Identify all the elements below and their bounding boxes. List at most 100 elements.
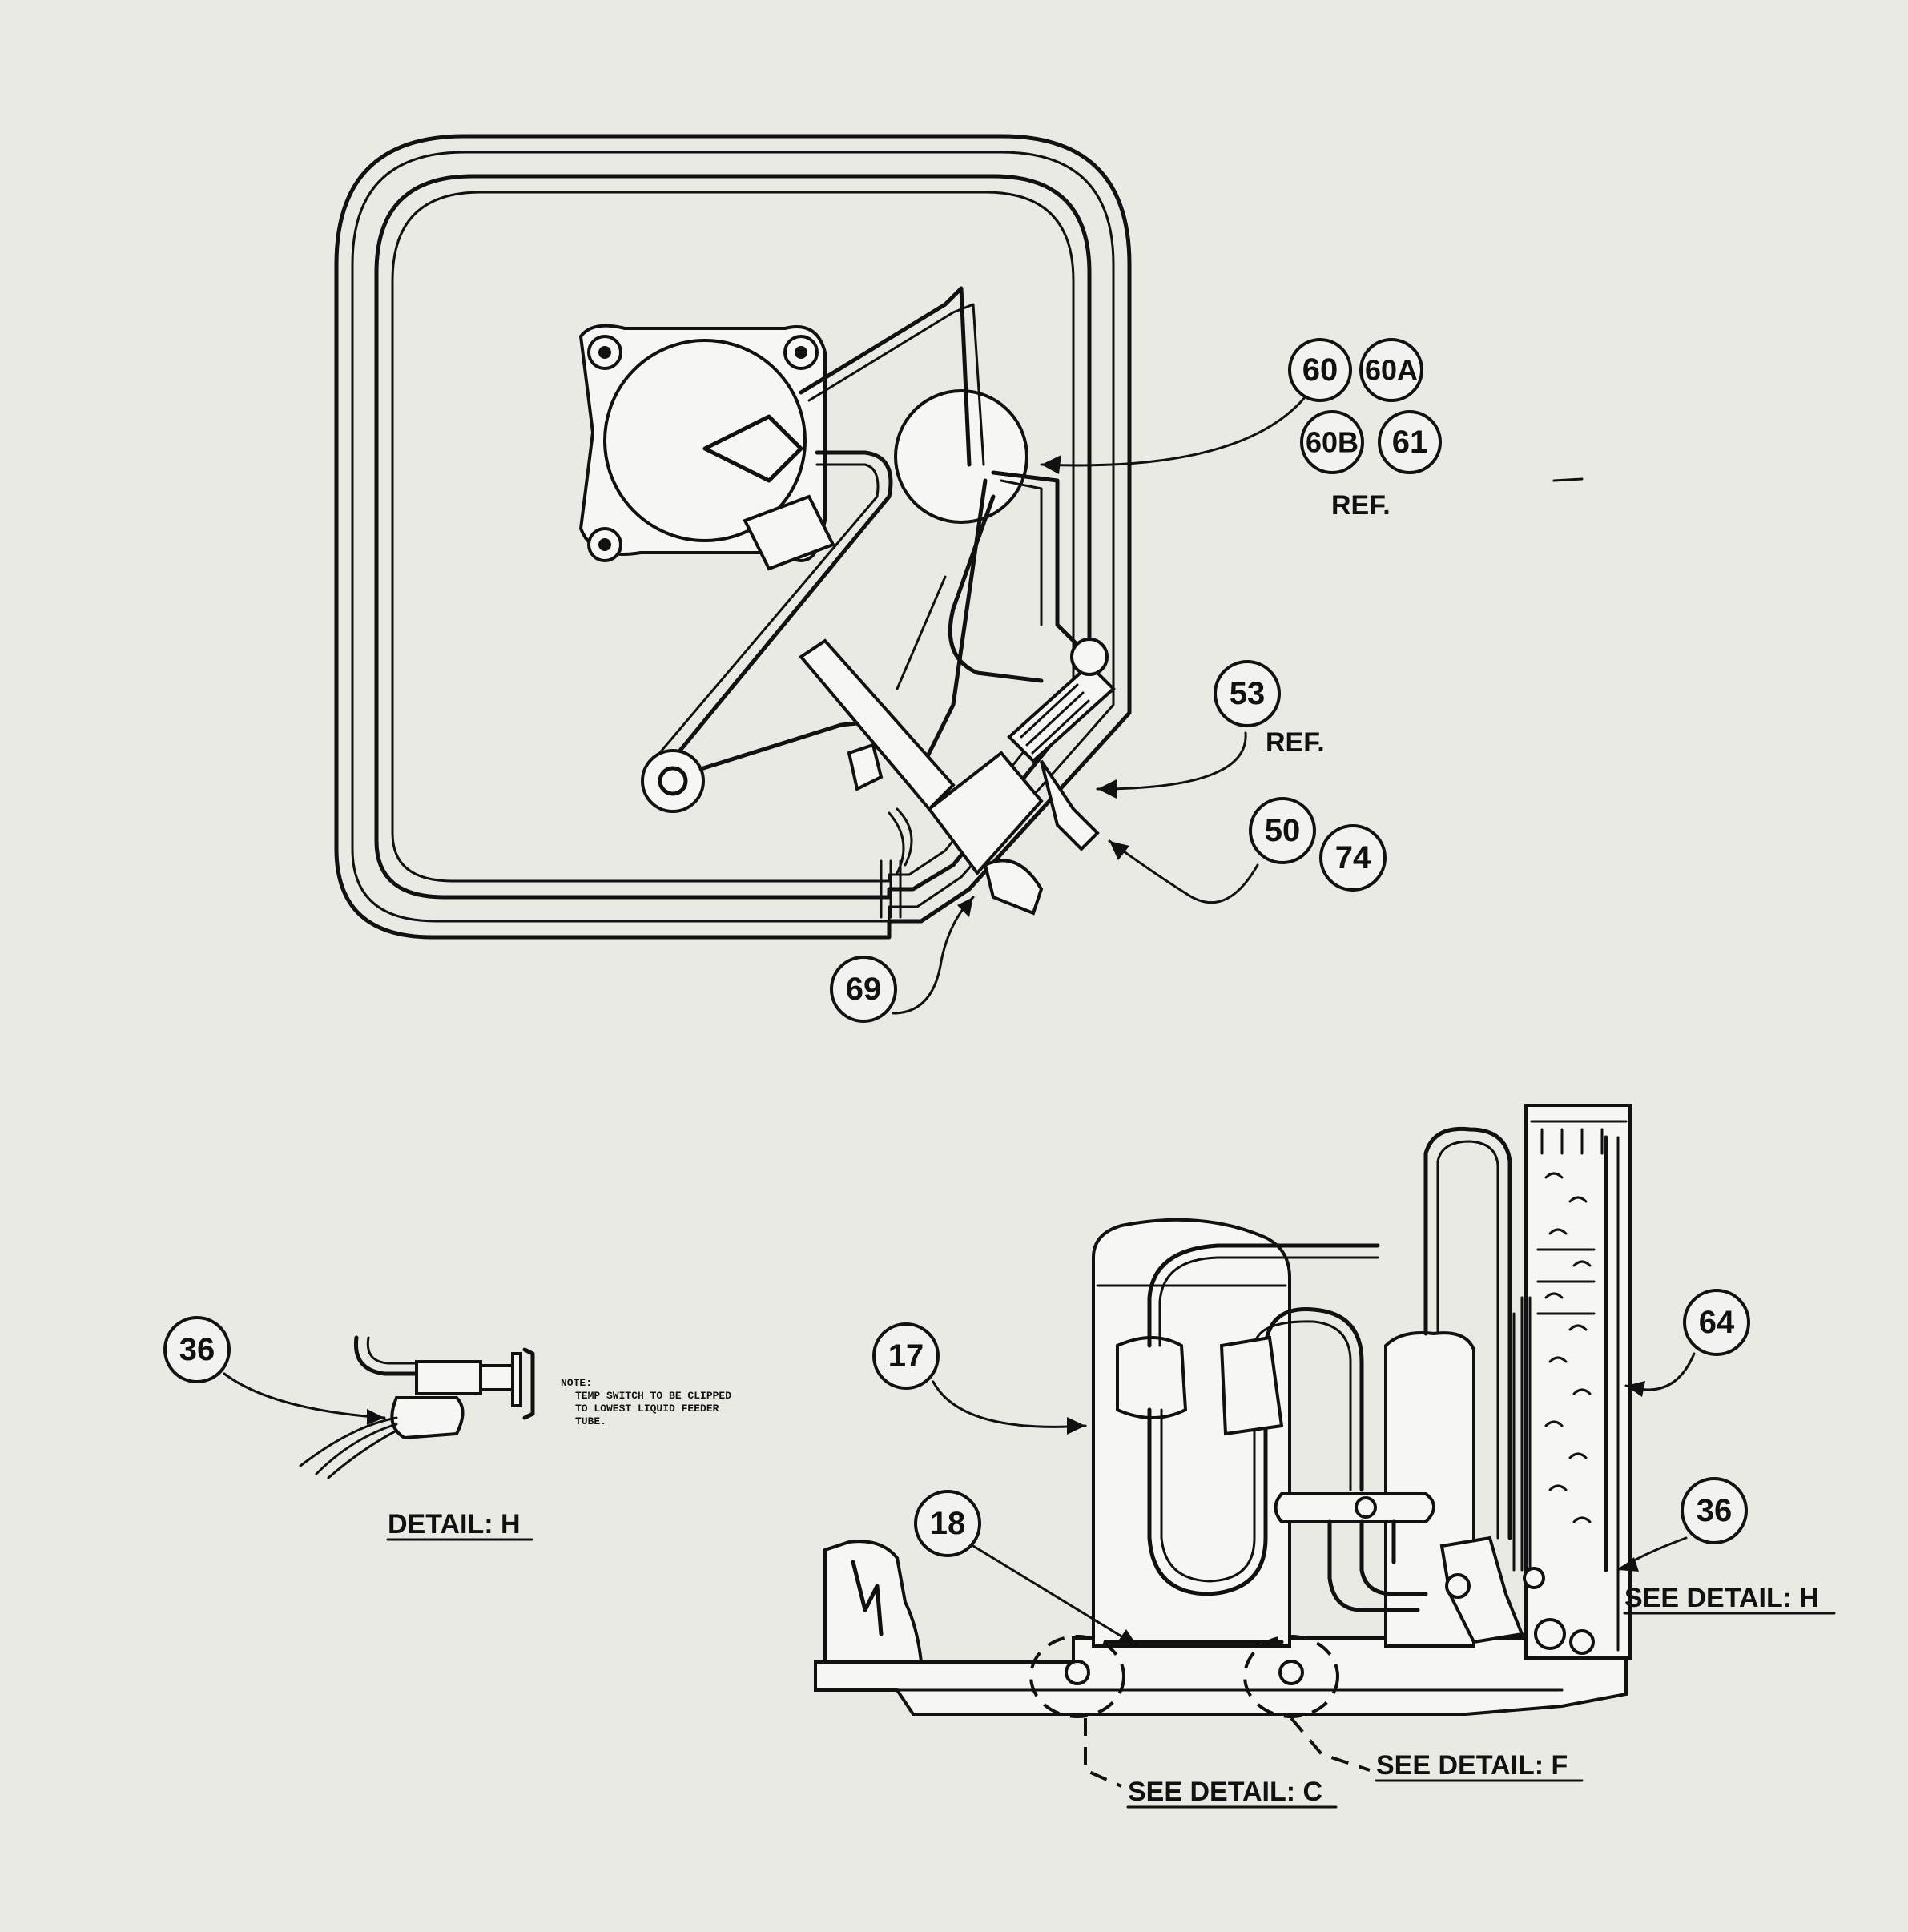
mount-grommet-tr-hole xyxy=(795,346,807,359)
see-detail-c-label: SEE DETAIL: C xyxy=(1128,1777,1322,1807)
tube-to-coil-2 xyxy=(1000,479,1043,626)
callout-36-detail: 36 xyxy=(163,1316,231,1383)
discharge-line xyxy=(799,286,972,467)
leader-50-arrow xyxy=(1109,841,1129,860)
compressor-shell xyxy=(1092,1218,1291,1648)
svg-text:61: 61 xyxy=(1392,425,1428,460)
side-view-drawing xyxy=(814,1104,1696,1788)
accumulator-tube xyxy=(948,494,1044,683)
leader-50 xyxy=(1108,839,1259,904)
callout-60a: 60A xyxy=(1359,338,1423,402)
suction-line-loop xyxy=(662,450,893,771)
basepan-slots xyxy=(880,859,902,919)
callout-50: 50 xyxy=(1249,797,1316,864)
svg-text:TUBE.: TUBE. xyxy=(575,1415,606,1427)
tall-suction-tube-2 xyxy=(1436,1140,1499,1540)
svg-text:64: 64 xyxy=(1699,1305,1735,1340)
leader-64-arrow xyxy=(1626,1381,1645,1397)
detail-h-note: NOTE: TEMP SWITCH TO BE CLIPPED TO LOWES… xyxy=(561,1377,731,1427)
suction-line-loop-2 xyxy=(651,463,880,763)
distributor-tubes xyxy=(1512,1296,1532,1588)
side-service-valve-cap-4 xyxy=(1523,1567,1545,1589)
basepan-outline-3 xyxy=(374,174,1092,900)
tube-to-coil xyxy=(991,470,1092,659)
svg-text:69: 69 xyxy=(846,972,882,1007)
basepan-outline-inner xyxy=(391,191,1075,883)
leader-60-arrow xyxy=(1041,455,1061,474)
svg-text:60A: 60A xyxy=(1365,354,1418,387)
side-service-valve-cap-3 xyxy=(1569,1629,1595,1655)
leader-detail-c xyxy=(1084,1718,1122,1788)
basepan-outline-outer xyxy=(334,134,1132,940)
detail-h-bracket xyxy=(522,1347,535,1420)
detail-h-tube-inner xyxy=(366,1336,426,1365)
coil-header-hatch xyxy=(1020,683,1090,755)
mount-foot-c xyxy=(1065,1660,1090,1685)
callout-61: 61 xyxy=(1378,410,1442,474)
top-view-drawing xyxy=(334,134,1307,1015)
leader-36-detail xyxy=(223,1372,386,1419)
leader-18-arrow xyxy=(1117,1629,1137,1646)
liquid-line-fitting xyxy=(641,749,705,813)
mount-grommet-bl-hole xyxy=(598,538,611,551)
coil-hairpins xyxy=(1530,1120,1628,1652)
control-box-lightning xyxy=(851,1560,884,1636)
detail-h-fitting xyxy=(415,1360,482,1395)
svg-text:50: 50 xyxy=(1265,813,1301,848)
discharge-line-2 xyxy=(807,303,985,466)
ref-label-53: REF. xyxy=(1266,727,1325,758)
compressor-top xyxy=(603,339,807,542)
side-service-valve-cap xyxy=(1445,1573,1471,1599)
tall-suction-tube xyxy=(1423,1126,1512,1540)
callout-17: 17 xyxy=(872,1322,940,1390)
callout-18: 18 xyxy=(914,1490,981,1557)
detail-f-ring xyxy=(1243,1635,1339,1718)
leader-69 xyxy=(892,896,975,1015)
temp-sensor xyxy=(847,743,884,791)
svg-text:53: 53 xyxy=(1230,676,1266,711)
temp-switch-body xyxy=(390,1396,465,1440)
coil-fitting xyxy=(1070,638,1109,676)
detail-h-pipe xyxy=(479,1364,514,1391)
tube-diagonal-b xyxy=(896,575,947,690)
svg-text:18: 18 xyxy=(930,1506,966,1541)
compressor-terminal-cone xyxy=(702,414,803,483)
detail-c-ring xyxy=(1029,1635,1125,1718)
callout-69: 69 xyxy=(830,956,897,1023)
svg-text:36: 36 xyxy=(179,1332,215,1367)
discharge-tube-side-2 xyxy=(1158,1256,1379,1347)
side-service-valve-cap-2 xyxy=(1534,1618,1566,1650)
svg-text:74: 74 xyxy=(1335,840,1371,875)
leader-17 xyxy=(932,1380,1087,1428)
leader-detail-f xyxy=(1290,1717,1371,1772)
leader-36-detail-arrow xyxy=(367,1409,384,1425)
svg-text:TEMP SWITCH TO BE CLIPPED: TEMP SWITCH TO BE CLIPPED xyxy=(575,1390,731,1402)
j-loop-tube-2 xyxy=(1160,1320,1352,1583)
callout-36-side: 36 xyxy=(1681,1477,1748,1544)
ref-label-60: REF. xyxy=(1331,490,1391,521)
terminal-cover xyxy=(1219,1335,1284,1436)
discharge-tube-side xyxy=(1147,1243,1380,1348)
see-detail-f-label: SEE DETAIL: F xyxy=(1376,1750,1568,1781)
see-detail-h-label: SEE DETAIL: H xyxy=(1624,1583,1819,1613)
temp-switch-wires xyxy=(299,1416,398,1479)
stray-mark xyxy=(1552,477,1584,482)
side-reversing-valve-port xyxy=(1355,1496,1377,1519)
accumulator-top xyxy=(894,389,1028,524)
tube-diagonal-a xyxy=(919,478,988,771)
mount-grommet-tl-hole xyxy=(598,346,611,359)
callout-74: 74 xyxy=(1319,824,1387,892)
liquid-line-fitting-inner xyxy=(658,766,688,796)
wire-arcs xyxy=(888,807,913,875)
leader-69-arrow xyxy=(957,897,973,917)
callout-64: 64 xyxy=(1683,1289,1750,1356)
svg-text:36: 36 xyxy=(1697,1493,1733,1528)
j-loop-tube xyxy=(1147,1307,1364,1596)
detail-h-flange xyxy=(511,1352,522,1407)
callout-60: 60 xyxy=(1288,338,1352,402)
side-basepan xyxy=(814,1636,1628,1716)
mount-foot-f xyxy=(1278,1660,1304,1685)
detail-h-tube xyxy=(353,1335,427,1376)
callout-53: 53 xyxy=(1214,660,1281,727)
svg-text:17: 17 xyxy=(888,1338,924,1374)
